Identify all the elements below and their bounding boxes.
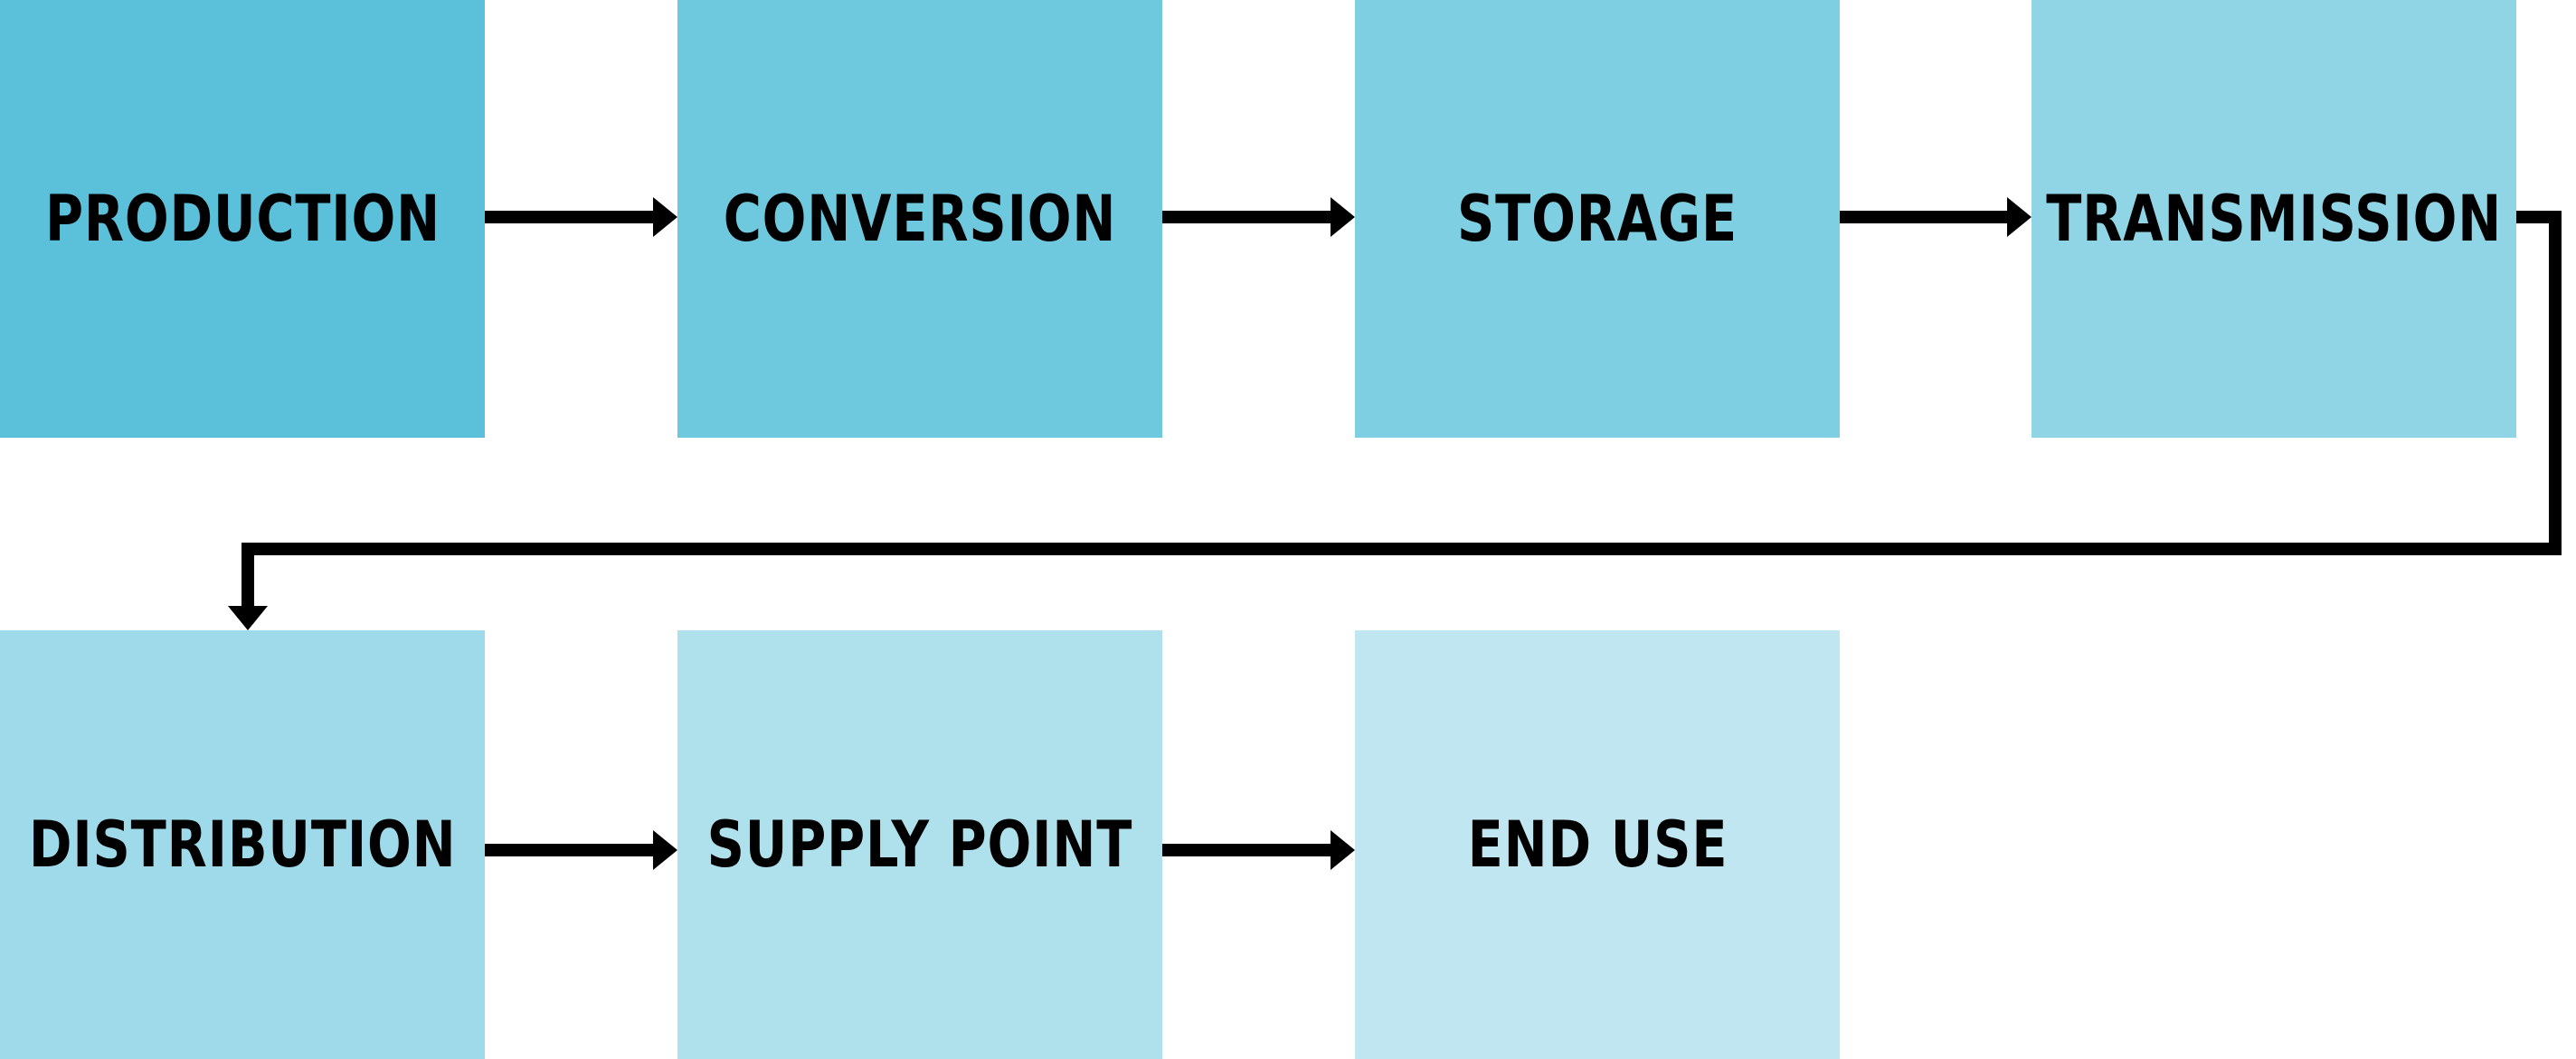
node-transmission: TRANSMISSION	[2031, 0, 2516, 438]
node-label: STORAGE	[1457, 182, 1738, 256]
node-label: TRANSMISSION	[2046, 182, 2502, 256]
node-supply-point: SUPPLY POINT	[677, 630, 1162, 1059]
arrow-conversion-to-storage	[1162, 197, 1355, 237]
arrow-supply-point-to-end-use	[1162, 830, 1355, 870]
node-label: END USE	[1467, 808, 1728, 882]
node-label: DISTRIBUTION	[28, 808, 457, 882]
node-production: PRODUCTION	[0, 0, 485, 438]
arrow-transmission-to-distribution	[228, 211, 2562, 630]
arrow-production-to-conversion	[485, 197, 677, 237]
arrow-storage-to-transmission	[1840, 197, 2031, 237]
node-conversion: CONVERSION	[677, 0, 1162, 438]
node-end-use: END USE	[1355, 630, 1840, 1059]
arrow-distribution-to-supply-point	[485, 830, 677, 870]
node-label: PRODUCTION	[44, 182, 440, 256]
node-distribution: DISTRIBUTION	[0, 630, 485, 1059]
node-label: SUPPLY POINT	[706, 808, 1133, 882]
node-storage: STORAGE	[1355, 0, 1840, 438]
node-label: CONVERSION	[723, 182, 1117, 256]
